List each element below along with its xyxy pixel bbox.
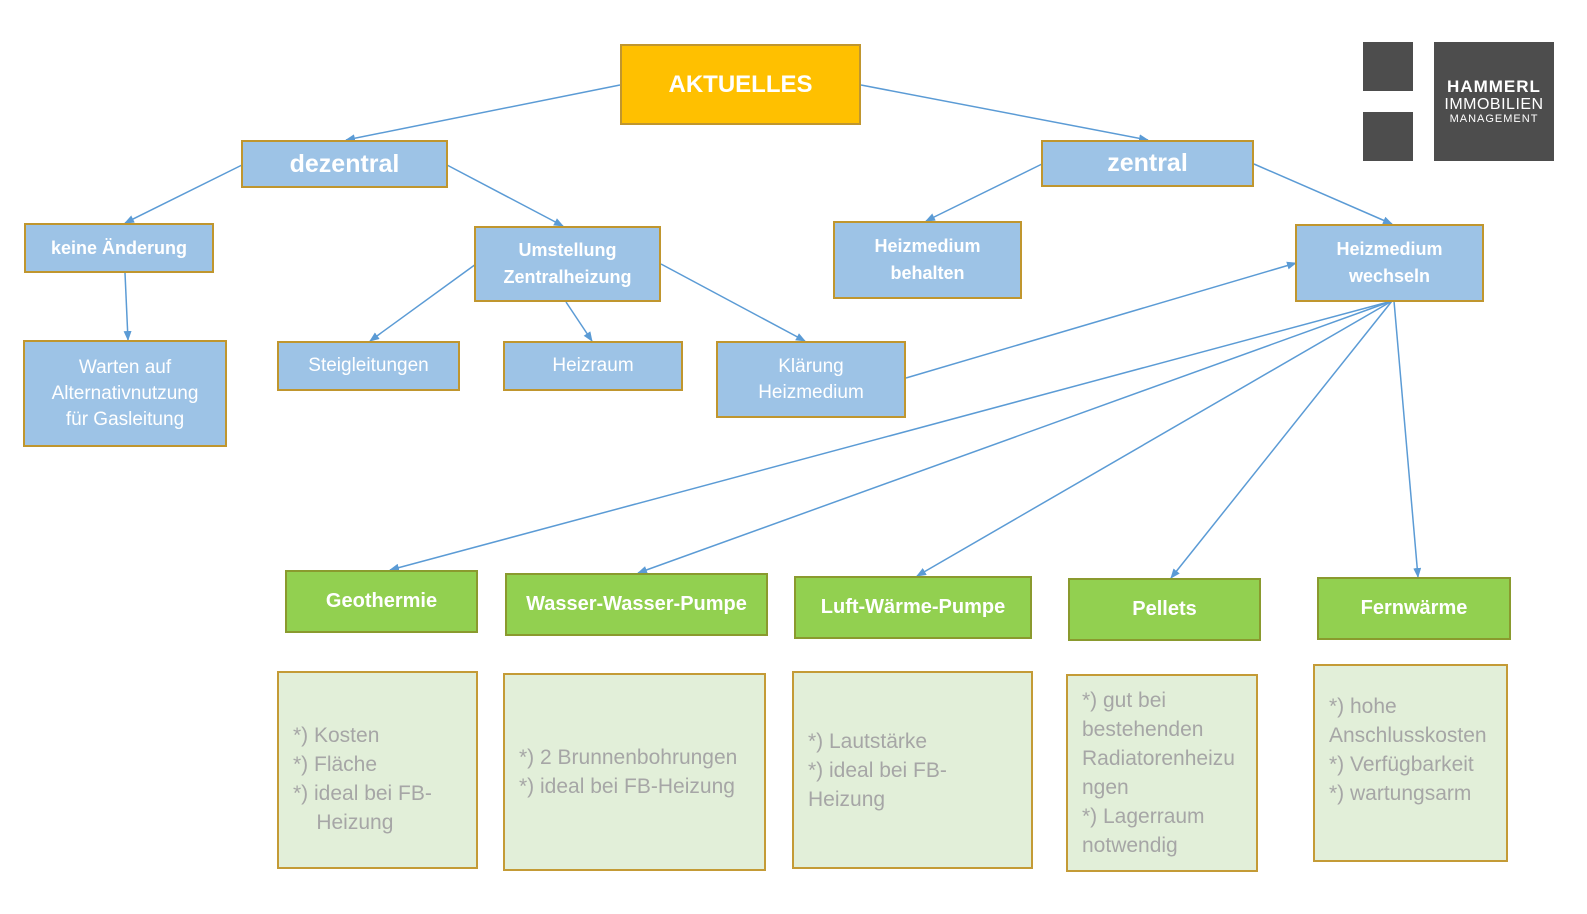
logo-square-bottom bbox=[1363, 112, 1413, 161]
note-line: *) ideal bei FB-Heizung bbox=[519, 775, 735, 798]
node-umstellung-line-1: Umstellung bbox=[518, 240, 617, 260]
edge-klaerung-wechseln bbox=[905, 261, 1297, 379]
edge-umstellung-heizraum bbox=[565, 301, 593, 342]
node-umstellung-line-2: Zentralheizung bbox=[503, 267, 632, 287]
option-pellets-label: Pellets bbox=[1132, 598, 1197, 620]
option-fernwaerme-label: Fernwärme bbox=[1360, 597, 1468, 619]
note-fernwaerme: *) hohe Anschlusskosten *) Verfügbarkeit… bbox=[1313, 664, 1508, 862]
note-line: *) gut bei bbox=[1082, 689, 1167, 712]
edge-wechseln-pellets bbox=[1170, 300, 1393, 579]
node-umstellung: Umstellung Zentralheizung bbox=[474, 226, 661, 302]
node-keine-aenderung: keine Änderung bbox=[24, 223, 214, 273]
node-warten-line-2: Alternativnutzung bbox=[51, 382, 199, 404]
note-line: Radiatorenheizu bbox=[1082, 747, 1235, 770]
edge-dezentral-umstellung bbox=[446, 164, 564, 227]
node-keine-aenderung-label: keine Änderung bbox=[50, 237, 188, 258]
note-pellets: *) gut bei bestehenden Radiatorenheizu n… bbox=[1066, 674, 1258, 872]
node-wechseln-line-2: wechseln bbox=[1348, 266, 1431, 286]
logo-hammerl: HAMMERL IMMOBILIEN MANAGEMENT bbox=[1434, 42, 1554, 161]
option-geothermie-label: Geothermie bbox=[325, 590, 438, 612]
note-line: *) 2 Brunnenbohrungen bbox=[519, 746, 738, 769]
note-luft-waerme-pumpe: *) Lautstärke *) ideal bei FB- Heizung bbox=[792, 671, 1033, 869]
note-line: Anschlusskosten bbox=[1329, 724, 1487, 747]
logo-line-3: MANAGEMENT bbox=[1449, 113, 1539, 125]
edge-zentral-behalten bbox=[925, 163, 1043, 222]
node-warten-line-3: für Gasleitung bbox=[65, 408, 185, 430]
node-behalten-line-2: behalten bbox=[890, 263, 965, 283]
note-line: *) Lagerraum bbox=[1082, 805, 1205, 828]
note-line: bestehenden bbox=[1082, 718, 1204, 741]
edge-umstellung-klaerung bbox=[660, 263, 806, 342]
note-line: *) Kosten bbox=[293, 724, 380, 747]
node-heizmedium-wechseln: Heizmedium wechseln bbox=[1295, 224, 1484, 302]
node-behalten-line-1: Heizmedium bbox=[874, 236, 981, 256]
note-line: Heizung bbox=[808, 787, 886, 811]
edge-wechseln-fernwaerme bbox=[1393, 300, 1422, 578]
edge-wechseln-wasser bbox=[637, 300, 1393, 574]
node-aktuelles: AKTUELLES bbox=[620, 44, 861, 125]
node-zentral-label: zentral bbox=[1107, 149, 1188, 177]
node-heizraum-label: Heizraum bbox=[552, 355, 634, 376]
note-line: *) wartungsarm bbox=[1329, 782, 1472, 805]
note-line: *) ideal bei FB- bbox=[808, 758, 947, 782]
node-dezentral: dezentral bbox=[241, 140, 448, 188]
node-wechseln-line-1: Heizmedium bbox=[1336, 239, 1443, 259]
note-wasser-wasser-pumpe: *) 2 Brunnenbohrungen *) ideal bei FB-He… bbox=[503, 673, 766, 871]
note-line: notwendig bbox=[1082, 834, 1178, 857]
option-luft-waerme-pumpe: Luft-Wärme-Pumpe bbox=[794, 576, 1032, 639]
note-line: *) Fläche bbox=[293, 753, 378, 776]
note-line: *) Verfügbarkeit bbox=[1329, 753, 1474, 776]
note-line: ngen bbox=[1082, 776, 1129, 799]
edge-wechseln-luft bbox=[916, 300, 1393, 577]
logo-square-top bbox=[1363, 42, 1413, 91]
option-wasser-label: Wasser-Wasser-Pumpe bbox=[526, 593, 747, 615]
option-pellets: Pellets bbox=[1068, 578, 1261, 641]
edge-dezentral-keine bbox=[124, 164, 243, 224]
node-zentral: zentral bbox=[1041, 140, 1254, 187]
node-warten-line-1: Warten auf bbox=[78, 356, 172, 378]
option-luft-label: Luft-Wärme-Pumpe bbox=[820, 596, 1006, 618]
option-geothermie: Geothermie bbox=[285, 570, 478, 633]
logo-line-2: IMMOBILIEN bbox=[1444, 96, 1544, 113]
edge-wechseln-geothermie bbox=[389, 300, 1393, 572]
edge-umstellung-steigleitungen bbox=[369, 263, 477, 342]
edge-root-zentral bbox=[860, 84, 1149, 143]
node-warten: Warten auf Alternativnutzung für Gasleit… bbox=[23, 340, 227, 447]
note-line: *) Lautstärke bbox=[808, 729, 928, 753]
edge-keine-warten bbox=[123, 272, 132, 341]
option-fernwaerme: Fernwärme bbox=[1317, 577, 1511, 640]
edge-root-dezentral bbox=[345, 84, 621, 143]
node-dezentral-label: dezentral bbox=[289, 149, 400, 178]
note-line: Heizung bbox=[293, 811, 394, 834]
note-geothermie: *) Kosten *) Fläche *) ideal bei FB- Hei… bbox=[277, 671, 478, 869]
note-line: *) ideal bei FB- bbox=[293, 782, 432, 805]
node-steigleitungen: Steigleitungen bbox=[277, 341, 460, 391]
node-heizraum: Heizraum bbox=[503, 341, 683, 391]
node-steigleitungen-label: Steigleitungen bbox=[308, 355, 429, 376]
logo-line-1: HAMMERL bbox=[1447, 77, 1541, 96]
node-klaerung-line-1: Klärung bbox=[778, 355, 844, 377]
node-klaerung-line-2: Heizmedium bbox=[758, 381, 864, 403]
edge-zentral-wechseln bbox=[1253, 163, 1393, 225]
option-wasser-wasser-pumpe: Wasser-Wasser-Pumpe bbox=[505, 573, 768, 636]
node-heizmedium-behalten: Heizmedium behalten bbox=[833, 221, 1022, 299]
node-aktuelles-label: AKTUELLES bbox=[668, 70, 813, 98]
note-line: *) hohe bbox=[1329, 695, 1397, 718]
node-klaerung: Klärung Heizmedium bbox=[716, 341, 906, 418]
